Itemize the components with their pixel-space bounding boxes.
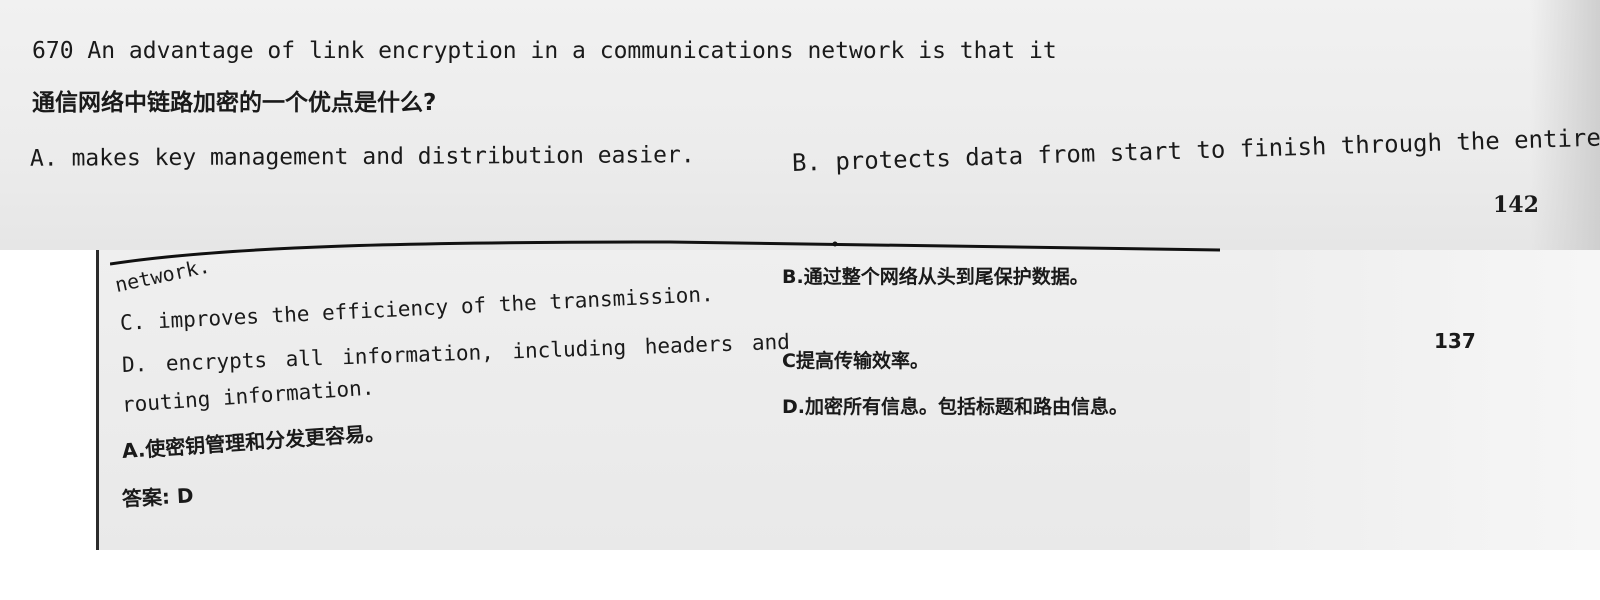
option-c-chinese: C提高传输效率。 (782, 350, 929, 372)
lower-page-right-margin (1250, 250, 1600, 550)
answer-label: 答案: D (121, 483, 195, 511)
page-curve-rule (110, 240, 1221, 266)
lower-page-region (96, 250, 1259, 550)
page-number-right: 137 (1434, 329, 1476, 353)
question-stem-chinese: 通信网络中链路加密的一个优点是什么? (32, 90, 437, 116)
option-d-chinese: D.加密所有信息。包括标题和路由信息。 (782, 396, 1128, 418)
option-b-chinese: B.通过整个网络从头到尾保护数据。 (782, 266, 1089, 288)
page-edge-shadow (1530, 0, 1600, 250)
question-stem-english: 670 An advantage of link encryption in a… (32, 38, 1057, 64)
option-a-english: A. makes key management and distribution… (29, 142, 695, 172)
upper-page-region (0, 0, 1600, 250)
page-number-top: 142 (1493, 192, 1539, 218)
